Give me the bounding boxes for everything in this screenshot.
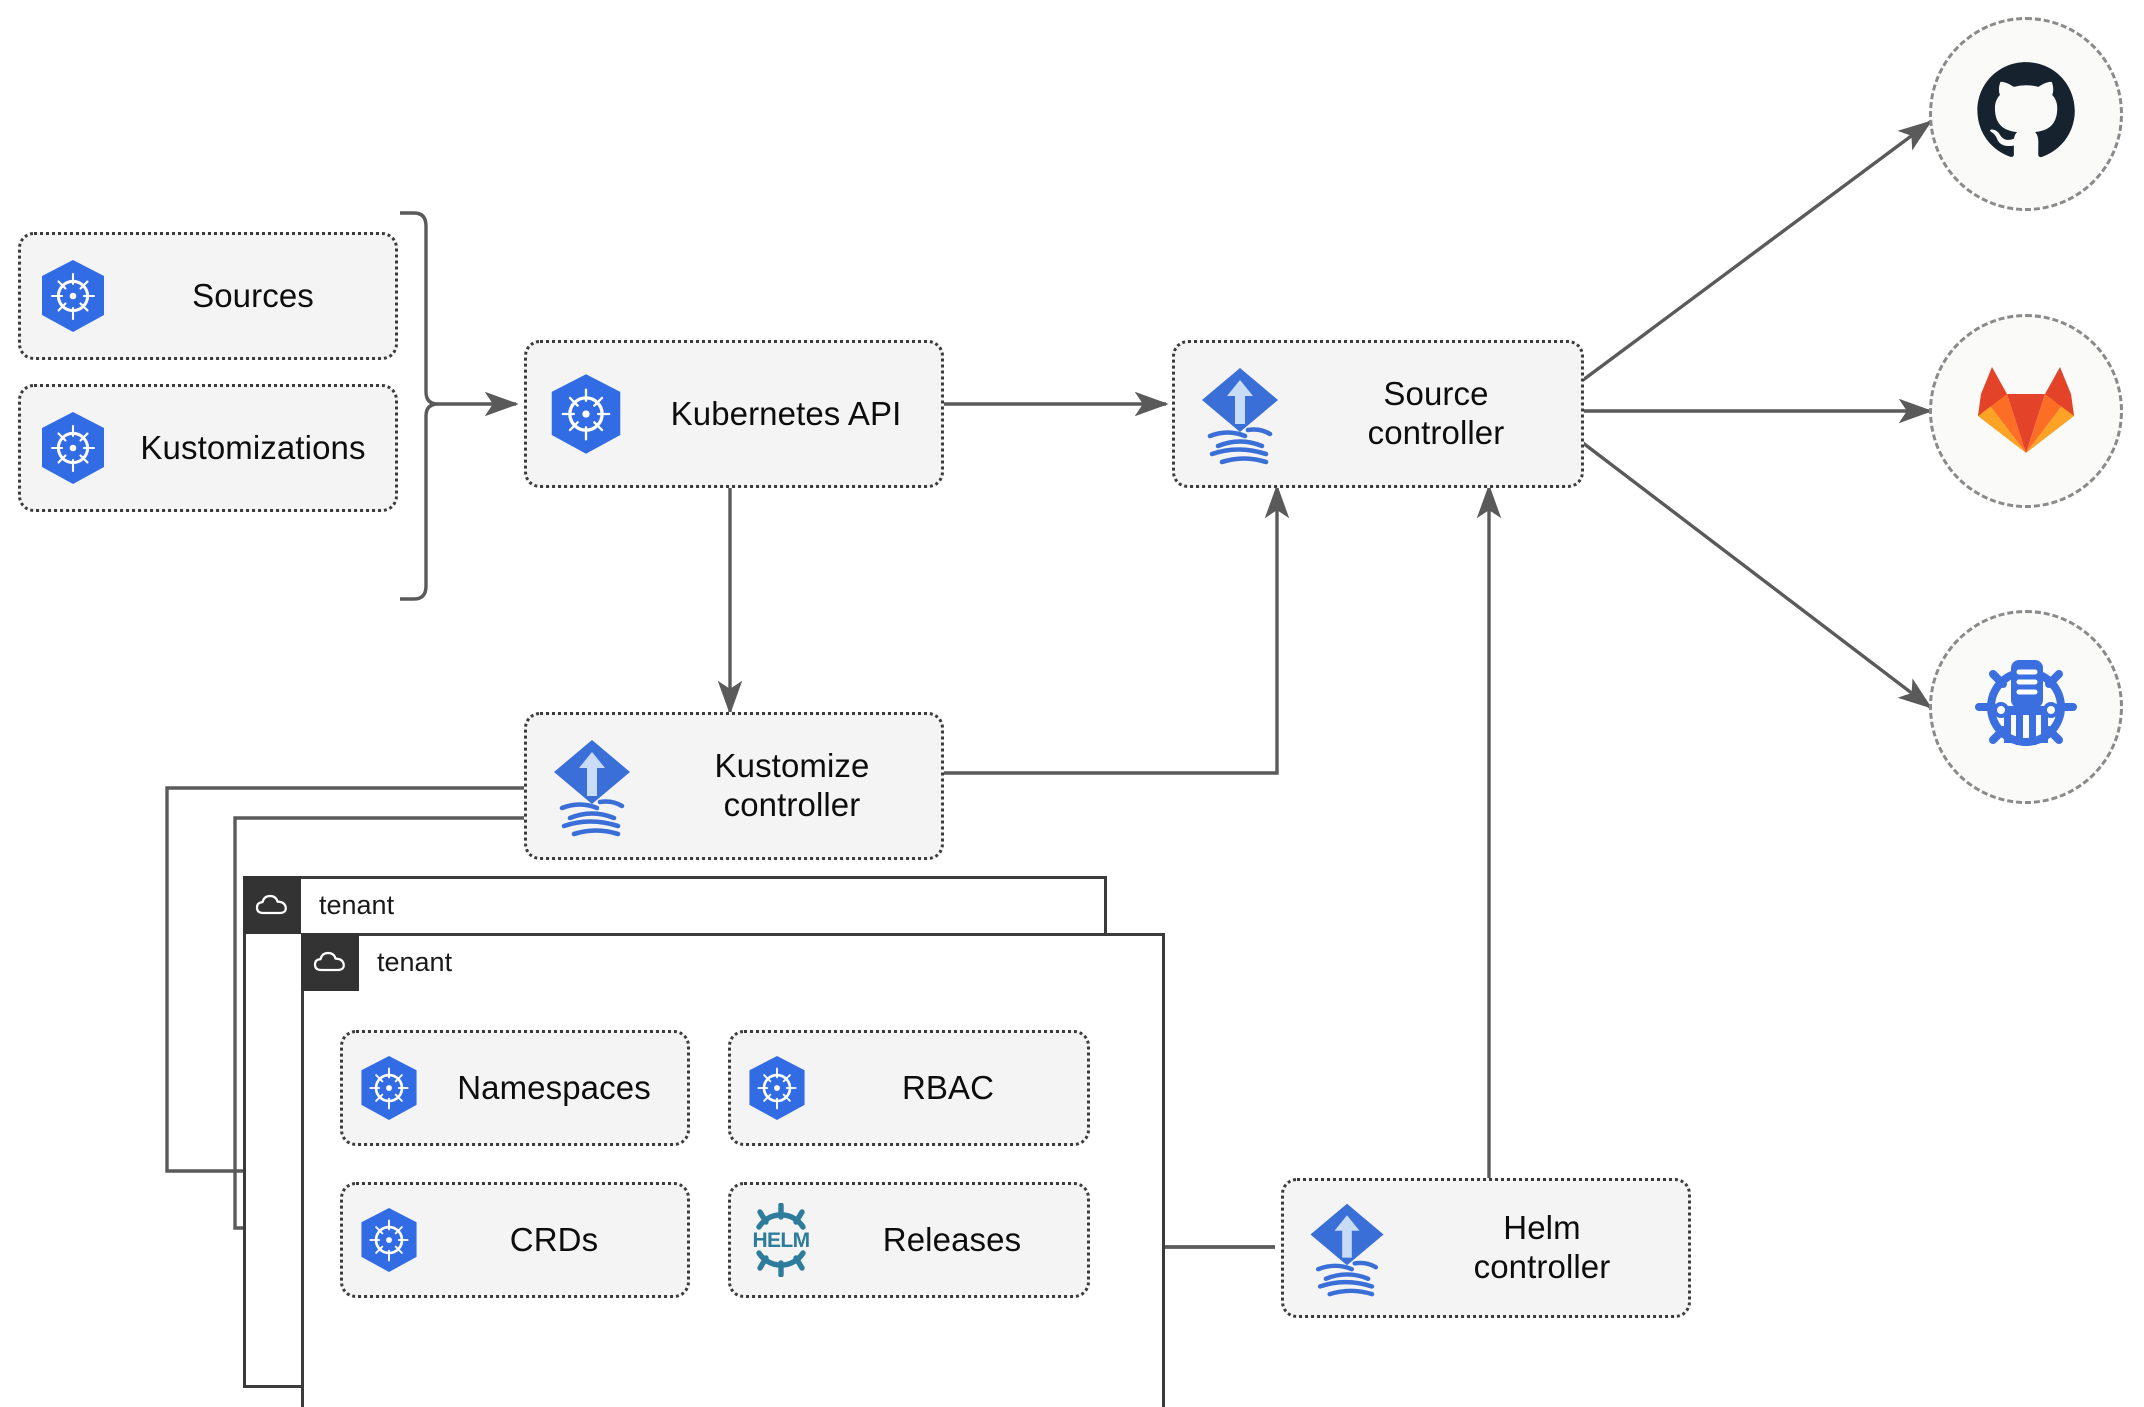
label-line-2: controller xyxy=(723,786,861,823)
cloud-icon xyxy=(301,933,359,991)
node-label: Kustomizations xyxy=(140,428,366,466)
node-label: RBAC xyxy=(901,1068,995,1106)
cloud-icon xyxy=(243,876,301,934)
circle-gitlab[interactable] xyxy=(1929,314,2123,508)
resources-bracket xyxy=(400,211,439,601)
node-rbac[interactable]: RBAC xyxy=(728,1030,1090,1146)
node-source-controller[interactable]: Source controller xyxy=(1172,340,1584,488)
circle-bucket[interactable] xyxy=(1929,610,2123,804)
node-sources[interactable]: Sources xyxy=(18,232,398,360)
gitlab-icon xyxy=(1976,361,2076,462)
node-label: Sources xyxy=(192,276,314,314)
node-crds[interactable]: CRDs xyxy=(340,1182,690,1298)
kubernetes-icon xyxy=(21,410,125,486)
node-kubernetes-api[interactable]: Kubernetes API xyxy=(524,340,944,488)
label-line-1: Source xyxy=(1383,375,1489,413)
node-namespaces[interactable]: Namespaces xyxy=(340,1030,690,1146)
edge-sourcectl-github xyxy=(1581,120,1933,382)
node-helm-controller[interactable]: Helm controller xyxy=(1281,1178,1691,1318)
tenant-name: tenant xyxy=(319,889,395,920)
node-releases[interactable]: HELM Releases xyxy=(728,1182,1090,1298)
tenant-titlebar: tenant xyxy=(243,876,394,934)
tenant-window-inner[interactable]: tenant xyxy=(301,933,1165,1407)
edge-kustomizectl-sourcectl xyxy=(944,484,1290,775)
flux-icon xyxy=(527,734,657,838)
kubernetes-icon xyxy=(527,372,645,456)
bucket-icon xyxy=(1971,650,2081,765)
svg-text:HELM: HELM xyxy=(752,1229,809,1252)
github-icon xyxy=(1974,60,2078,169)
flux-icon xyxy=(1284,1198,1410,1298)
node-label: Kubernetes API xyxy=(670,394,902,432)
kubernetes-icon xyxy=(731,1054,823,1122)
node-label: Helm controller xyxy=(1410,1209,1688,1287)
node-label: CRDs xyxy=(509,1220,599,1258)
kubernetes-icon xyxy=(343,1206,435,1274)
kubernetes-icon xyxy=(21,258,125,334)
helm-icon: HELM xyxy=(731,1203,831,1277)
kubernetes-icon xyxy=(343,1054,435,1122)
node-kustomize-controller[interactable]: Kustomize controller xyxy=(524,712,944,860)
node-kustomizations[interactable]: Kustomizations xyxy=(18,384,398,512)
node-label: Source controller xyxy=(1305,375,1581,453)
label-line-2: controller xyxy=(1473,1248,1611,1285)
node-label: Namespaces xyxy=(457,1068,651,1106)
label-line-2: controller xyxy=(1367,414,1505,451)
tenant-name: tenant xyxy=(377,946,453,977)
label-line-1: Helm xyxy=(1503,1209,1581,1247)
tenant-titlebar: tenant xyxy=(301,933,452,991)
node-label: Releases xyxy=(882,1220,1022,1258)
circle-github[interactable] xyxy=(1929,17,2123,211)
flux-icon xyxy=(1175,362,1305,466)
label-line-1: Kustomize xyxy=(714,747,870,785)
edge-sourcectl-bucket xyxy=(1581,441,1933,709)
node-label: Kustomize controller xyxy=(657,747,941,825)
